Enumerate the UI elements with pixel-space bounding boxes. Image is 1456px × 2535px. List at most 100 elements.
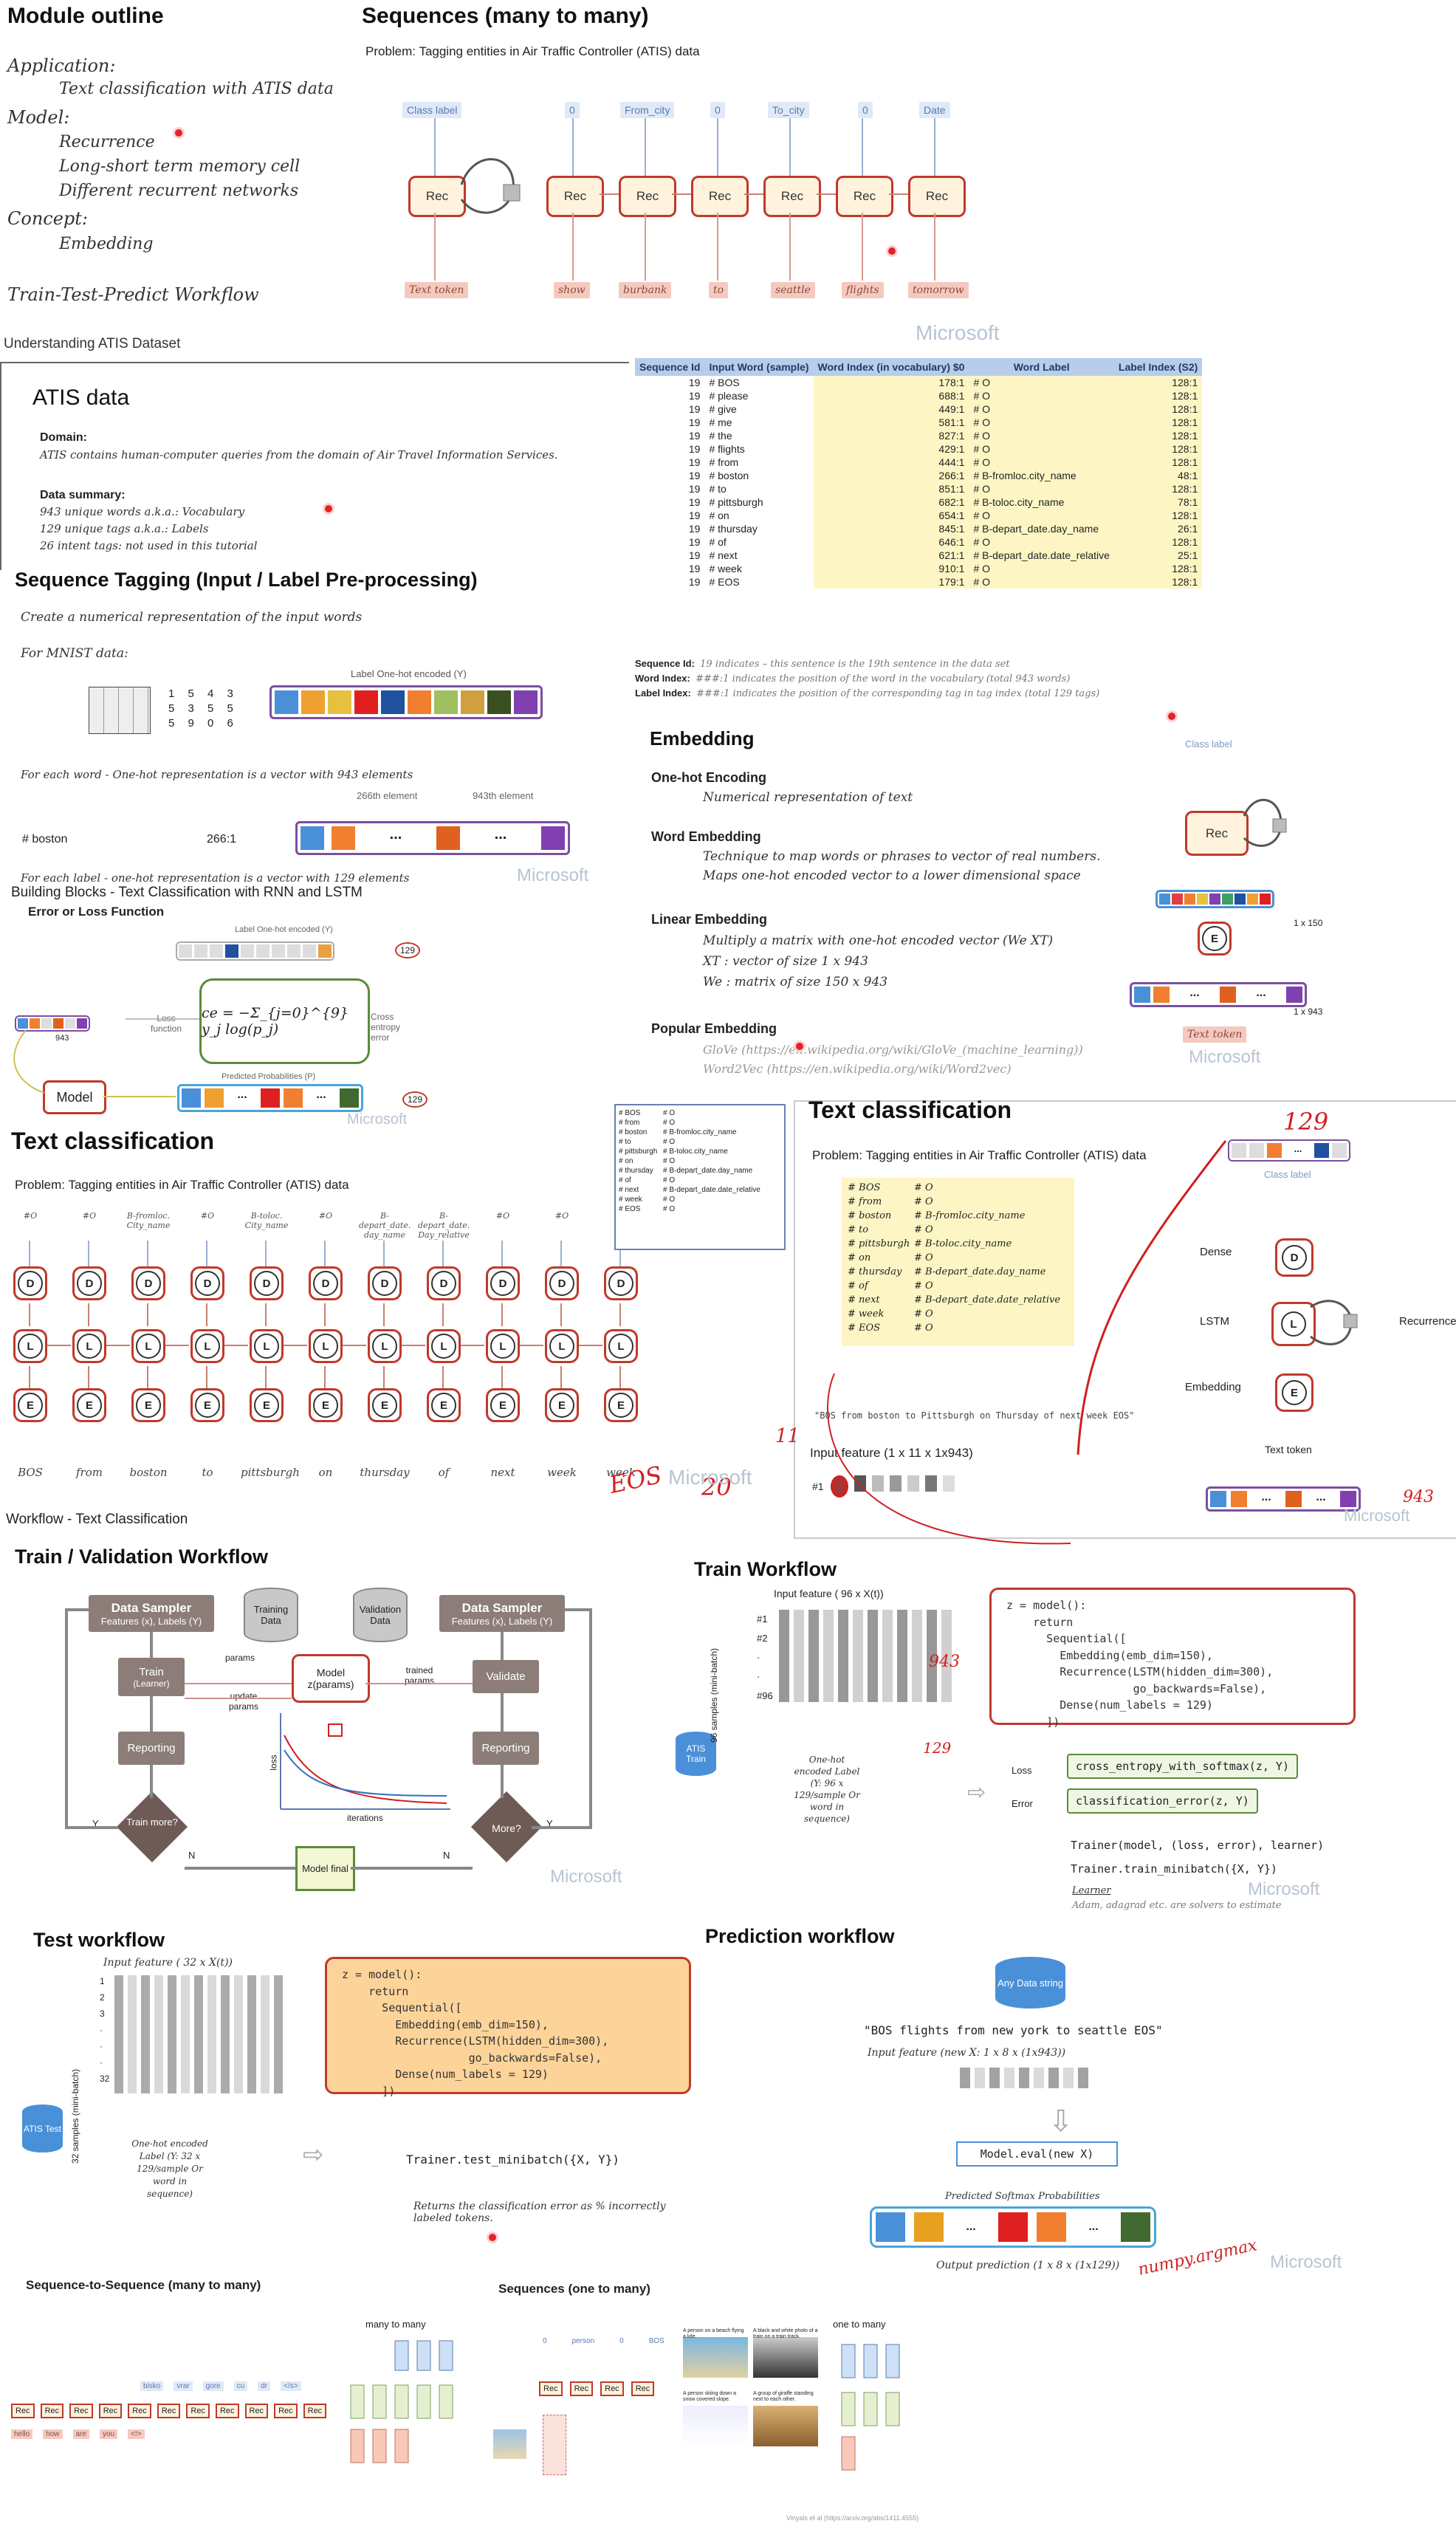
- label: # O: [663, 1196, 676, 1204]
- cell: [907, 1475, 919, 1492]
- label: # O: [914, 1308, 933, 1320]
- loss-curve-plot: [280, 1713, 450, 1810]
- validate-box: Validate: [473, 1660, 539, 1693]
- one-many-footer: Vinyals et al (https://arxiv.org/abs/141…: [786, 2514, 919, 2522]
- pointer-dot: [325, 505, 332, 512]
- table-cell: 19: [635, 549, 705, 562]
- bb-n129-top: 129: [395, 942, 421, 958]
- microsoft-logo: Microsoft: [1270, 2252, 1342, 2272]
- caption-ski: A person skiing down a snow covered slop…: [683, 2391, 736, 2402]
- table-cell: 19: [635, 575, 705, 589]
- tag-label: B-fromloc. City_name: [126, 1211, 171, 1230]
- ellipsis: ...: [966, 2220, 976, 2233]
- vec-cell: [1222, 893, 1233, 905]
- table-cell: # B-depart_date.date_relative: [969, 549, 1114, 562]
- tag-label: #O: [554, 1211, 569, 1221]
- seq-tagging-title: Sequence Tagging (Input / Label Pre-proc…: [15, 569, 478, 591]
- lstm-node-letter: L: [490, 1334, 515, 1359]
- train-input-feature: Input feature ( 96 x X(t)): [774, 1588, 884, 1599]
- arrow-down-icon: ⇩: [1048, 2105, 1074, 2138]
- seq-top-label-5: 0: [858, 102, 873, 118]
- vec-cell: [287, 944, 301, 958]
- table-cell: # on: [704, 509, 814, 522]
- vec-cell: [1159, 893, 1170, 905]
- model-item-2: Long-short term memory cell: [59, 157, 301, 176]
- test-onehot-label: One-hot encoded Label (Y: 32 x 129/sampl…: [131, 2138, 208, 2199]
- word: # of: [619, 1176, 631, 1184]
- table-cell: 48:1: [1113, 469, 1203, 482]
- vec-cell: [1314, 1143, 1329, 1158]
- seq-many-arrows: [434, 118, 935, 281]
- dense-node: D: [368, 1266, 402, 1300]
- e-label: E: [1202, 926, 1227, 951]
- pred-output: Output prediction (1 x 8 x (1x129)): [936, 2260, 1120, 2271]
- lstm-node-letter: L: [18, 1334, 43, 1359]
- table-cell: # of: [704, 535, 814, 549]
- table-cell: # give: [704, 402, 814, 416]
- onehot-cell: [275, 690, 298, 714]
- list-item: # BOS# O: [619, 1108, 781, 1118]
- mnist-label: For MNIST data:: [21, 646, 128, 661]
- tcr-lstm-label: LSTM: [1200, 1315, 1230, 1328]
- vec-cell: [256, 944, 269, 958]
- cell: [943, 1475, 955, 1492]
- formula-box: ce = −Σ_{j=0}^{9} y_j log(p_j): [199, 978, 370, 1064]
- model-item-3: Different recurrent networks: [59, 182, 299, 200]
- y-label-right: Y: [546, 1818, 553, 1829]
- atis-col-header: Word Index (in vocabulary) $0: [813, 358, 969, 376]
- train-annot-129: 129: [923, 1739, 952, 1757]
- seq-top-label-6: Date: [919, 102, 950, 118]
- tcr-row-label: #1: [812, 1481, 824, 1492]
- list-item: # pittsburgh# B-toloc.city_name: [619, 1147, 781, 1156]
- pred-softmax-label: Predicted Softmax Probabilities: [945, 2191, 1100, 2202]
- vec-cell: [1332, 1143, 1347, 1158]
- rec-box-6: Rec: [908, 176, 966, 217]
- sampler-title: Data Sampler: [461, 1600, 543, 1615]
- table-cell: # O: [969, 416, 1114, 429]
- emb-class-label: Class label: [1185, 738, 1232, 749]
- tag-label: #O: [200, 1211, 215, 1221]
- one-many-title: Sequences (one to many): [498, 2282, 650, 2296]
- list-item: # boston# B-fromloc.city_name: [848, 1209, 1068, 1223]
- table-cell: 621:1: [813, 549, 969, 562]
- table-cell: 19: [635, 402, 705, 416]
- params-label: params: [225, 1653, 255, 1663]
- image-feature-bar: [543, 2415, 566, 2475]
- overlay-word-list: # BOS# O# from# O# boston# B-fromloc.cit…: [614, 1104, 786, 1250]
- table-cell: 128:1: [1113, 562, 1203, 575]
- table-cell: 682:1: [813, 495, 969, 509]
- word-onehot-vector: ... ...: [295, 821, 570, 855]
- embedding-node-letter: E: [608, 1393, 633, 1418]
- label: # B-depart_date.date_relative: [914, 1294, 1061, 1306]
- lstm-node: L: [604, 1329, 638, 1363]
- summary-item-3: 26 intent tags: not used in this tutoria…: [40, 539, 258, 552]
- label: # O: [914, 1224, 933, 1235]
- embedding-node: E: [131, 1388, 165, 1422]
- table-cell: 851:1: [813, 482, 969, 495]
- table-cell: 128:1: [1113, 509, 1203, 522]
- table-cell: # me: [704, 416, 814, 429]
- test-samples-label: 32 samples (mini-batch): [70, 2068, 80, 2164]
- train-annot-943: 943: [929, 1653, 960, 1671]
- word-label: boston: [129, 1466, 168, 1479]
- list-item: # to# O: [619, 1137, 781, 1147]
- table-cell: # O: [969, 376, 1114, 389]
- onehot-cell: [381, 690, 405, 714]
- understanding-caption: Understanding ATIS Dataset: [4, 336, 181, 351]
- microsoft-logo: Microsoft: [550, 1867, 622, 1887]
- y-label-left: Y: [92, 1818, 99, 1829]
- ellipsis: ...: [1088, 2220, 1099, 2233]
- seq-top-label-1: 0: [565, 102, 580, 118]
- lstm-node-letter: L: [549, 1334, 574, 1359]
- word: # of: [848, 1280, 868, 1291]
- embedding-node-letter: E: [431, 1393, 456, 1418]
- label: # O: [914, 1280, 933, 1291]
- in-token: how: [43, 2429, 63, 2439]
- word: # pittsburgh: [619, 1148, 658, 1156]
